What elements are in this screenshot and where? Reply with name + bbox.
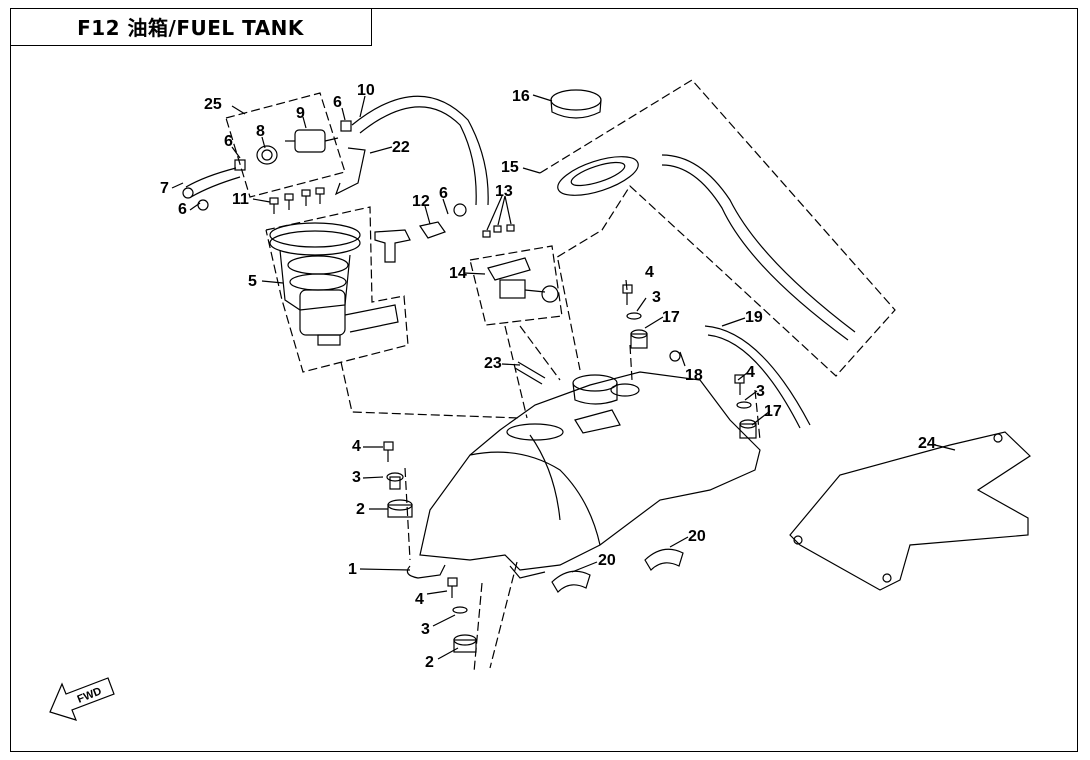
label-17: 17 bbox=[764, 403, 782, 420]
group-outline-14 bbox=[469, 245, 563, 419]
fuel-pump-5 bbox=[269, 222, 399, 346]
label-3: 3 bbox=[421, 621, 430, 638]
label-24: 24 bbox=[918, 435, 936, 452]
heat-shield-24 bbox=[789, 431, 1031, 591]
clips-20 bbox=[551, 548, 684, 593]
breather-hose-15 bbox=[661, 154, 856, 341]
hose-23 bbox=[514, 361, 546, 385]
label-25: 25 bbox=[204, 96, 222, 113]
fuel-sender-14 bbox=[487, 257, 559, 303]
label-8: 8 bbox=[256, 123, 265, 140]
label-3: 3 bbox=[756, 383, 765, 400]
group-outline-15 bbox=[539, 79, 896, 377]
leader-lines bbox=[171, 94, 956, 660]
label-4: 4 bbox=[352, 438, 361, 455]
label-6: 6 bbox=[224, 133, 233, 150]
label-15: 15 bbox=[501, 159, 519, 176]
label-17: 17 bbox=[662, 309, 680, 326]
label-9: 9 bbox=[296, 105, 305, 122]
filter-9 bbox=[285, 129, 339, 153]
bolts-13 bbox=[482, 224, 515, 238]
label-6: 6 bbox=[439, 185, 448, 202]
label-3: 3 bbox=[352, 469, 361, 486]
hose-10 bbox=[351, 95, 489, 206]
sleeve-8 bbox=[256, 145, 278, 165]
label-23: 23 bbox=[484, 355, 502, 372]
leader-lines-bottom bbox=[404, 344, 761, 673]
fuel-cap-16 bbox=[550, 89, 602, 119]
fuel-tank-1 bbox=[406, 371, 761, 579]
label-2: 2 bbox=[425, 654, 434, 671]
group-outline-25 bbox=[225, 92, 346, 198]
label-18: 18 bbox=[685, 367, 703, 384]
label-2: 2 bbox=[356, 501, 365, 518]
label-1: 1 bbox=[348, 561, 357, 578]
label-6: 6 bbox=[333, 94, 342, 111]
label-19: 19 bbox=[745, 309, 763, 326]
filler-neck-15 bbox=[557, 156, 639, 196]
label-12: 12 bbox=[412, 193, 430, 210]
label-16: 16 bbox=[512, 88, 530, 105]
fasteners bbox=[383, 284, 757, 653]
label-7: 7 bbox=[160, 180, 169, 197]
label-5: 5 bbox=[248, 273, 257, 290]
title-box: F12 油箱/FUEL TANK bbox=[10, 8, 372, 46]
group-outline-5 bbox=[265, 206, 521, 419]
label-20: 20 bbox=[598, 552, 616, 569]
label-14: 14 bbox=[449, 265, 467, 282]
label-4: 4 bbox=[415, 591, 424, 608]
drawing-frame bbox=[10, 8, 1078, 752]
label-4: 4 bbox=[746, 364, 755, 381]
label-6: 6 bbox=[178, 201, 187, 218]
page-title: F12 油箱/FUEL TANK bbox=[77, 16, 304, 40]
hose-19 bbox=[704, 325, 811, 429]
bolts-11 bbox=[269, 187, 325, 214]
label-3: 3 bbox=[652, 289, 661, 306]
injector-12 bbox=[374, 221, 446, 263]
label-22: 22 bbox=[392, 139, 410, 156]
label-20: 20 bbox=[688, 528, 706, 545]
label-10: 10 bbox=[357, 82, 375, 99]
hose-7 bbox=[182, 167, 241, 199]
clamps-6 bbox=[197, 120, 467, 217]
fwd-arrow-icon bbox=[49, 677, 115, 721]
label-11: 11 bbox=[232, 191, 249, 208]
label-13: 13 bbox=[495, 183, 513, 200]
bracket-22 bbox=[334, 147, 366, 196]
label-4: 4 bbox=[645, 264, 654, 281]
part-labels: 25 9 6 10 8 6 22 7 6 11 5 12 6 13 16 15 … bbox=[160, 82, 936, 671]
